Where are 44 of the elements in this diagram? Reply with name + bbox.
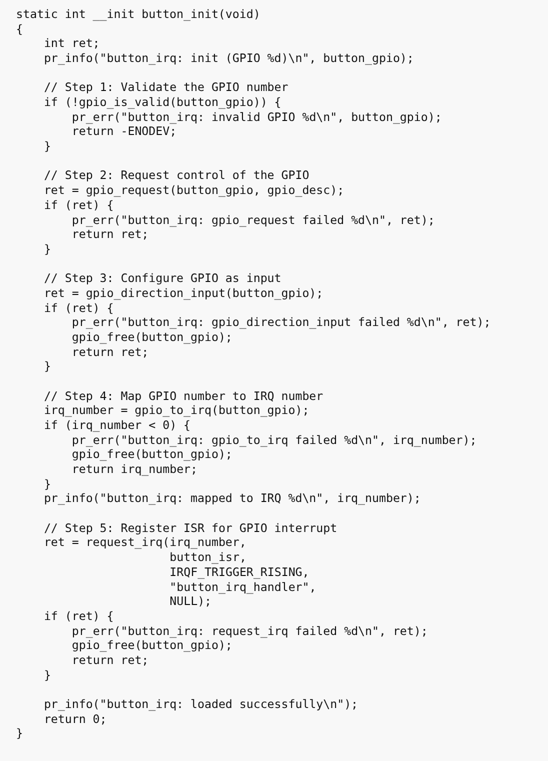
code-line: return 0;	[44, 712, 107, 726]
code-line: if (!gpio_is_valid(button_gpio)) {	[44, 95, 282, 110]
code-line: }	[44, 476, 51, 491]
code-line: "button_irq_handler",	[170, 580, 316, 594]
code-line: pr_err("button_irq: gpio_request failed %d\n", ret);	[72, 212, 435, 227]
code-line: pr_err("button_irq: request_irq failed %d\n", ret);	[72, 624, 428, 638]
code-line: if (ret) {	[44, 300, 114, 315]
code-line: return ret;	[72, 652, 149, 667]
code-line: {	[16, 22, 23, 36]
code-line: }	[44, 668, 51, 682]
code-line: return ret;	[72, 227, 149, 242]
code-line: gpio_free(button_gpio);	[72, 447, 232, 462]
code-line: pr_err("button_irq: gpio_to_irq failed %d\n", irq_number);	[72, 432, 477, 447]
code-line: pr_info("button_irq: init (GPIO %d)\n", button_gpio);	[44, 51, 414, 66]
code-line: ret = request_irq(irq_number,	[44, 535, 246, 550]
code-line: if (ret) {	[44, 608, 114, 623]
code-line: int ret;	[44, 36, 100, 50]
code-line: ret = gpio_direction_input(button_gpio);	[44, 286, 324, 300]
code-line: // Step 4: Map GPIO number to IRQ number	[44, 388, 324, 403]
code-line: pr_info("button_irq: mapped to IRQ %d\n", irq_number);	[44, 491, 421, 506]
code-line: ret = gpio_request(button_gpio, gpio_desc);	[44, 183, 344, 198]
code-line: }	[44, 139, 51, 154]
code-line: return -ENODEV;	[72, 124, 177, 138]
code-line: IRQF_TRIGGER_RISING,	[170, 564, 310, 579]
code-line: irq_number = gpio_to_irq(button_gpio);	[44, 403, 310, 418]
code-line: }	[44, 359, 51, 374]
code-line: pr_err("button_irq: gpio_direction_input failed %d\n", ret);	[72, 315, 491, 330]
code-line: // Step 2: Request control of the GPIO	[44, 168, 310, 182]
code-line: }	[44, 242, 51, 256]
code-line: gpio_free(button_gpio);	[72, 330, 232, 344]
code-line: static int __init button_init(void)	[16, 7, 260, 21]
code-line: gpio_free(button_gpio);	[72, 638, 232, 652]
code-line: // Step 3: Configure GPIO as input	[44, 271, 282, 286]
code-line: // Step 5: Register ISR for GPIO interrupt	[44, 520, 338, 535]
code-line: pr_info("button_irq: loaded successfully\n");	[44, 696, 358, 711]
code-line: return irq_number;	[72, 462, 198, 476]
code-line: pr_err("button_irq: invalid GPIO %d\n", button_gpio);	[72, 110, 442, 124]
code-line: button_isr,	[170, 550, 246, 564]
code-line: NULL);	[170, 594, 212, 608]
code-line: return ret;	[72, 344, 149, 359]
code-line: }	[16, 726, 23, 740]
code-line: if (ret) {	[44, 198, 114, 212]
code-line: if (irq_number < 0) {	[44, 418, 191, 432]
code-line: // Step 1: Validate the GPIO number	[44, 80, 288, 94]
